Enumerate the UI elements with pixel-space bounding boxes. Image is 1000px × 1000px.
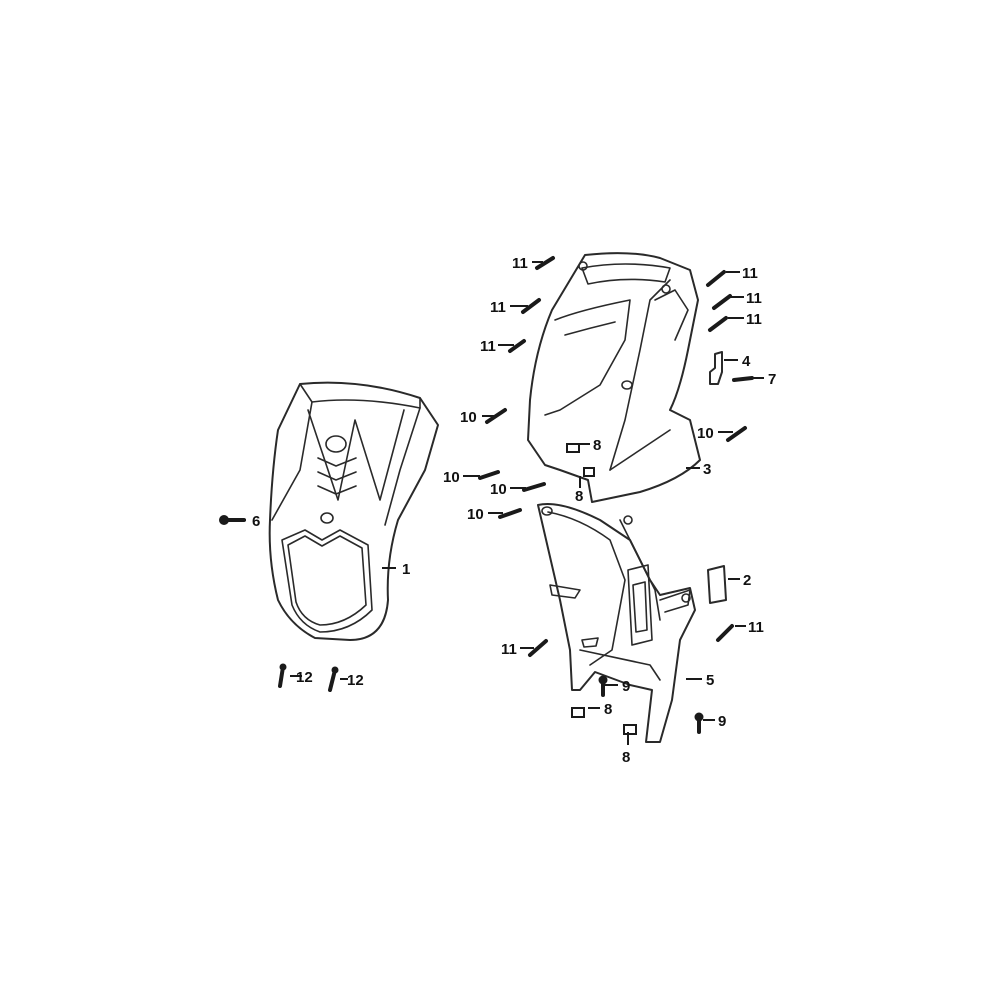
- callout-labels: 6 1 12 12 11 11 11 11 11 11 4 7 10 10 8 …: [252, 255, 776, 766]
- callout-6: 6: [252, 513, 260, 530]
- callout-11: 11: [501, 641, 517, 658]
- callout-10: 10: [443, 469, 460, 486]
- callout-1: 1: [402, 561, 410, 578]
- callout-11: 11: [742, 265, 758, 282]
- callout-11: 11: [748, 619, 764, 636]
- callout-10: 10: [460, 409, 477, 426]
- callout-12: 12: [296, 669, 313, 686]
- callout-11: 11: [480, 338, 496, 355]
- callout-11: 11: [746, 290, 762, 307]
- callout-4: 4: [742, 353, 751, 370]
- callout-10: 10: [697, 425, 714, 442]
- callout-8: 8: [604, 701, 612, 718]
- emblem-plate-part: [707, 565, 727, 604]
- callout-11: 11: [490, 299, 506, 316]
- callout-7: 7: [768, 371, 776, 388]
- callout-8: 8: [622, 749, 630, 766]
- callout-8: 8: [575, 488, 583, 505]
- callout-9: 9: [718, 713, 726, 730]
- callout-8: 8: [593, 437, 601, 454]
- callout-12: 12: [347, 672, 364, 689]
- callout-9: 9: [622, 678, 630, 695]
- inner-cover-lower-part: [537, 503, 696, 743]
- front-cover-part: [268, 381, 439, 641]
- callout-5: 5: [706, 672, 714, 689]
- callout-10: 10: [467, 506, 484, 523]
- callout-3: 3: [703, 461, 711, 478]
- clip-bracket-part: [709, 351, 723, 385]
- callout-2: 2: [743, 572, 751, 589]
- leader-lines: [230, 261, 764, 745]
- callout-11: 11: [746, 311, 762, 328]
- inner-cover-upper-part: [527, 252, 701, 503]
- callout-11: 11: [512, 255, 528, 272]
- callout-10: 10: [490, 481, 507, 498]
